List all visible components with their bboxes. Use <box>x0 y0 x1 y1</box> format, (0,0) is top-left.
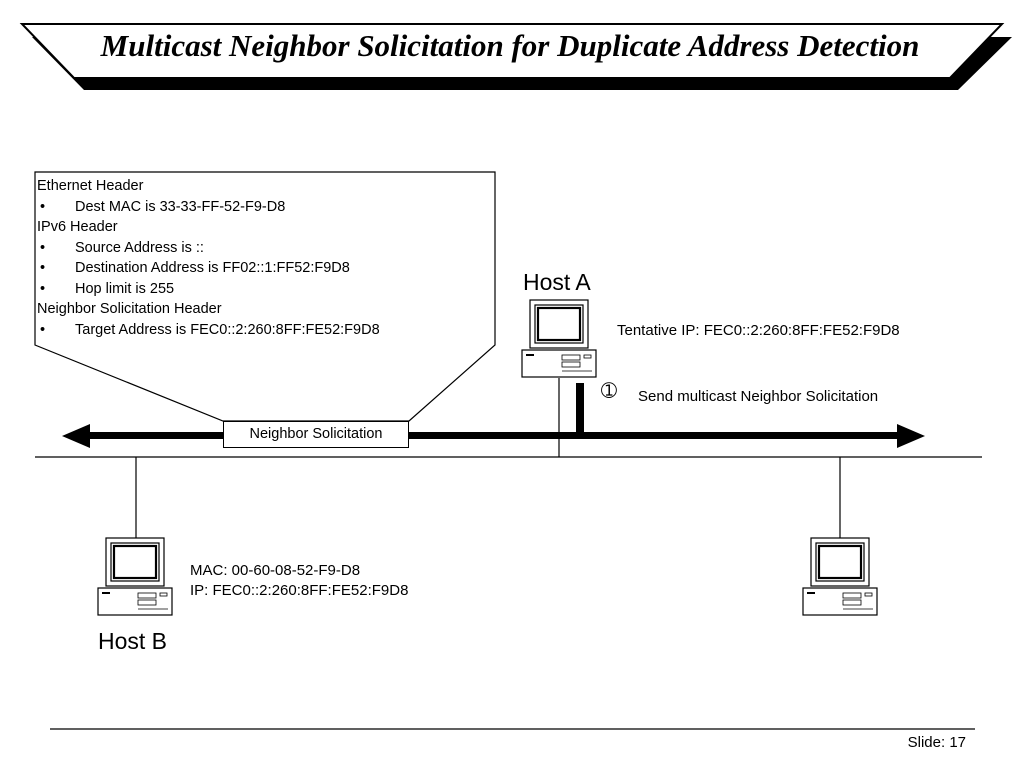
callout-line-ns-header: Neighbor Solicitation Header <box>37 299 497 320</box>
title-banner <box>19 23 1012 90</box>
host-c-computer-icon <box>802 537 878 616</box>
step-1-text: Send multicast Neighbor Solicitation <box>638 388 879 405</box>
callout-line-ipv6-header: IPv6 Header <box>37 217 497 238</box>
host-a-tentative-ip: Tentative IP: FEC0::2:260:8FF:FE52:F9D8 <box>617 322 900 339</box>
host-a-computer-icon <box>521 299 597 378</box>
callout-line-source-address: • Source Address is :: <box>37 238 497 259</box>
callout-box <box>34 171 496 422</box>
bullet-icon: • <box>40 198 46 215</box>
step-1-marker-icon: ➀ <box>601 381 617 402</box>
packet-header-details: Ethernet Header • Dest MAC is 33-33-FF-52… <box>37 176 497 340</box>
host-b-ip: IP: FEC0::2:260:8FF:FE52:F9D8 <box>190 582 409 599</box>
callout-line-hop-limit: • Hop limit is 255 <box>37 279 497 300</box>
neighbor-solicitation-packet: Neighbor Solicitation <box>223 421 409 448</box>
callout-line-text: Dest MAC is 33-33-FF-52-F9-D8 <box>75 198 286 215</box>
callout-line-ethernet-header: Ethernet Header <box>37 176 497 197</box>
bullet-icon: • <box>40 321 46 338</box>
slide-number: Slide: 17 <box>907 734 966 751</box>
multicast-arrow <box>62 383 925 448</box>
callout-line-destination-address: • Destination Address is FF02::1:FF52:F9D… <box>37 258 497 279</box>
callout-line-text: Neighbor Solicitation Header <box>37 301 222 317</box>
host-b-mac: MAC: 00-60-08-52-F9-D8 <box>190 562 361 579</box>
host-b-computer-icon <box>97 537 173 616</box>
callout-line-target-address: • Target Address is FEC0::2:260:8FF:FE52:… <box>37 320 497 341</box>
callout-line-dest-mac: • Dest MAC is 33-33-FF-52-F9-D8 <box>37 197 497 218</box>
callout-line-text: Hop limit is 255 <box>75 280 175 297</box>
slide-title: Multicast Neighbor Solicitation for Dupl… <box>100 28 920 63</box>
bullet-icon: • <box>40 239 46 256</box>
callout-line-text: Target Address is FEC0::2:260:8FF:FE52:F… <box>75 321 380 338</box>
host-a-label: Host A <box>523 269 591 295</box>
host-b-label: Host B <box>98 628 168 654</box>
callout-line-text: Source Address is :: <box>75 239 204 256</box>
callout-line-text: Ethernet Header <box>37 178 144 194</box>
callout-line-text: Destination Address is FF02::1:FF52:F9D8 <box>75 260 350 276</box>
callout-line-text: IPv6 Header <box>37 219 118 235</box>
bullet-icon: • <box>40 260 46 276</box>
bullet-icon: • <box>40 280 46 297</box>
